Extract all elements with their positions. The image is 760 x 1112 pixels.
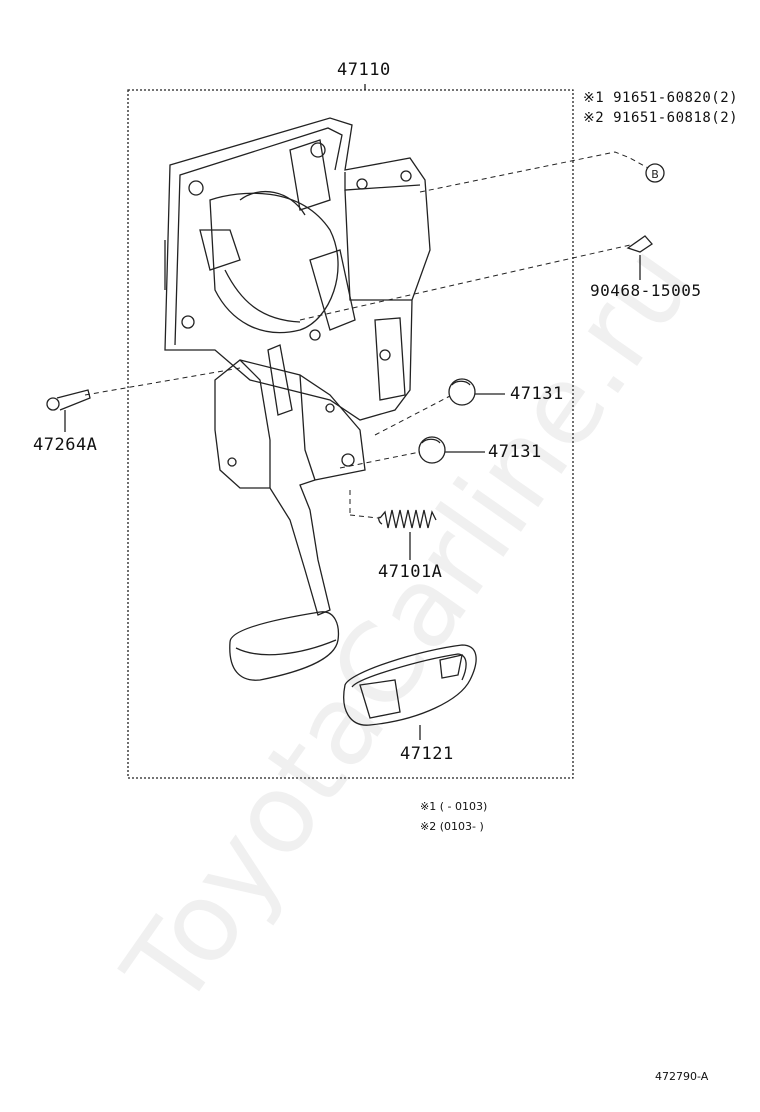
- note-1: ※1 ( - 0103): [420, 800, 488, 813]
- pedal-pad-part: [343, 644, 477, 726]
- stopper-upper-part: [448, 378, 476, 406]
- pedal-bracket: [164, 117, 431, 421]
- callout-spring: 47101A: [378, 562, 443, 582]
- callout-clevis-pin: 47264A: [33, 435, 98, 455]
- clevis-pin-part: [46, 389, 91, 411]
- callout-bolt-1: ※1 91651-60820(2): [583, 90, 739, 106]
- callout-stopper-lower: 47131: [488, 442, 542, 462]
- pedal-foot-plate: [229, 611, 340, 681]
- clip-part: [626, 235, 653, 253]
- callout-stopper-upper: 47131: [510, 384, 564, 404]
- callout-bolt-2: ※2 91651-60818(2): [583, 110, 739, 126]
- assembly-boundary: [127, 89, 574, 779]
- figure-code: 472790-A: [655, 1070, 709, 1083]
- bolt-reference-circle: [645, 163, 665, 183]
- callout-pedal-pad: 47121: [400, 744, 454, 764]
- bolt-reference-letter: B: [651, 168, 659, 181]
- assembly-label-47110: 47110: [337, 60, 391, 80]
- stopper-lower-part: [418, 436, 446, 464]
- note-2: ※2 (0103- ): [420, 820, 484, 833]
- pedal-arm: [214, 344, 366, 616]
- return-spring-part: [378, 509, 437, 529]
- callout-clip: 90468-15005: [590, 281, 702, 300]
